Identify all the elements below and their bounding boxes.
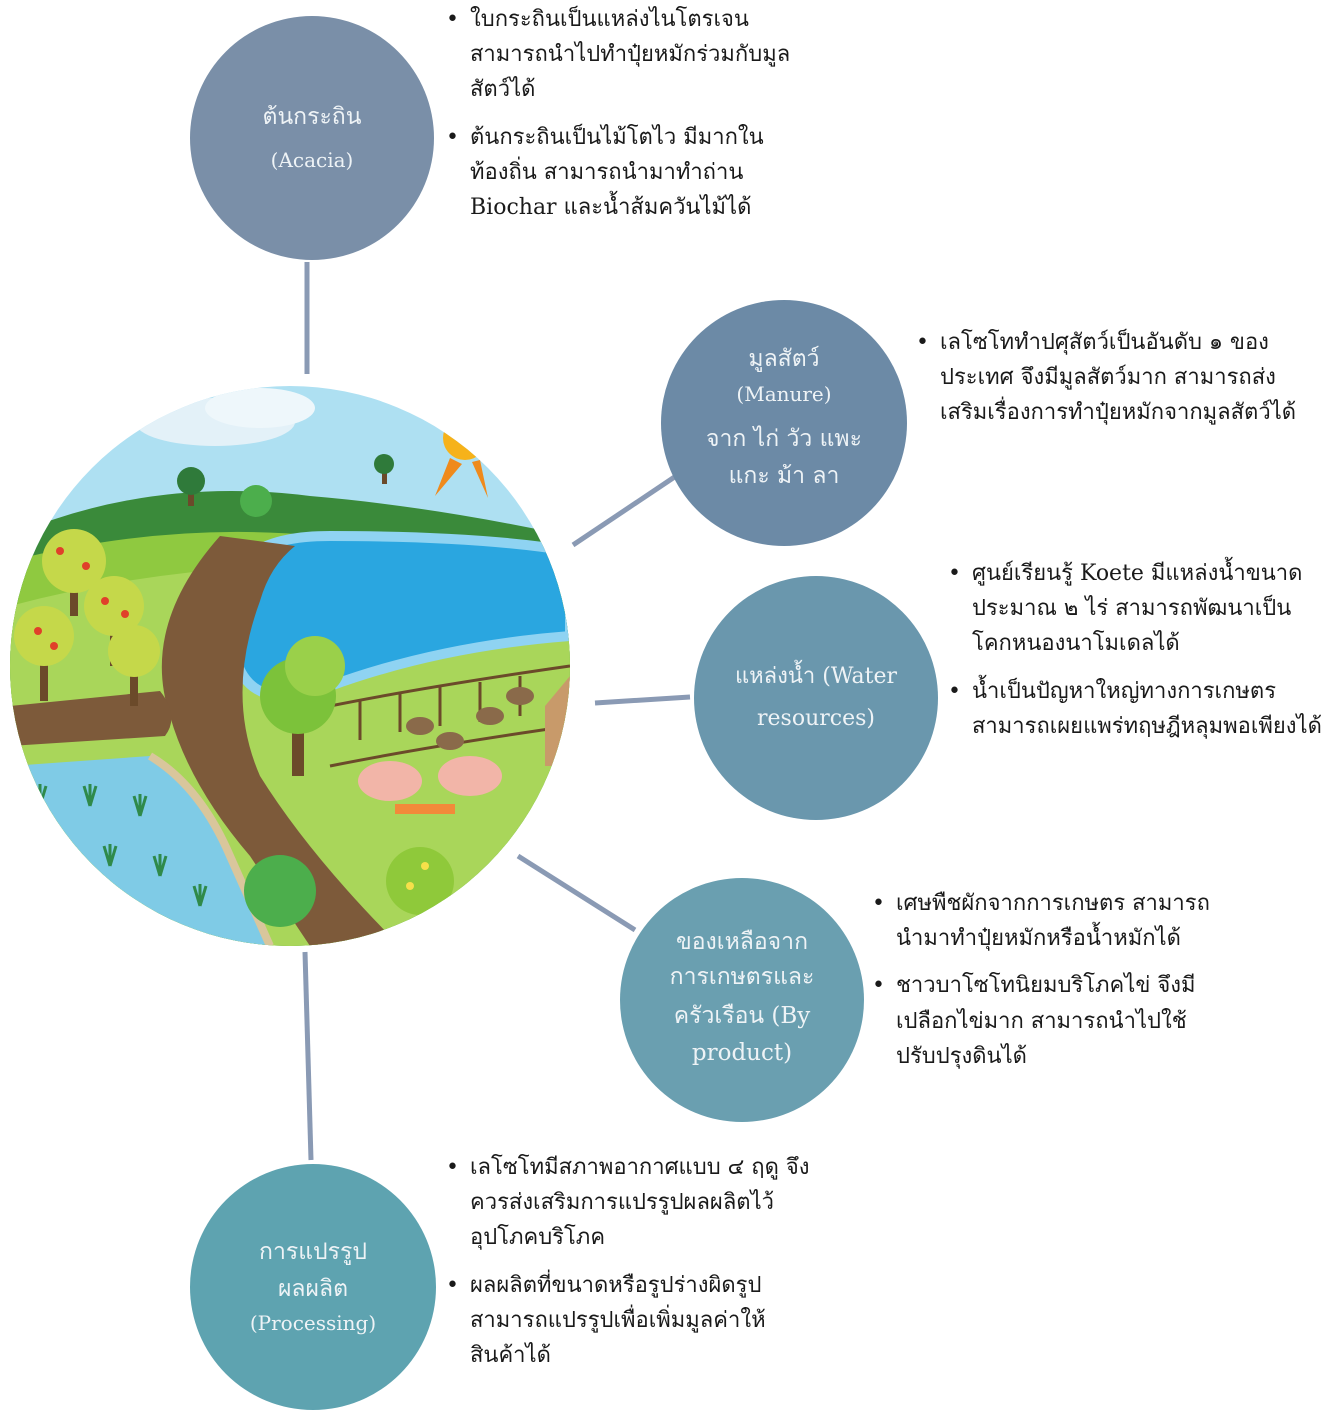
note-text: ศูนย์เรียนรู้ Koete มีแหล่งน้ำขนาดประมาณ… — [972, 561, 1303, 657]
node-manure-title: มูลสัตว์ — [748, 346, 820, 373]
connector-byproduct — [516, 853, 637, 933]
node-acacia: ต้นกระถิน (Acacia) — [190, 16, 434, 260]
note-item: • ต้นกระถินเป็นไม้โตไว มีมากในท้องถิ่น สา… — [440, 120, 800, 226]
note-text: ชาวบาโซโทนิยมบริโภคไข่ จึงมีเปลือกไข่มาก… — [896, 973, 1196, 1069]
notes-acacia: • ใบกระถินเป็นแหล่งไนโตรเจน สามารถนำไปทำป… — [440, 2, 800, 237]
bullet-icon: • — [446, 1272, 459, 1298]
node-water-title: แหล่งน้ำ (Water resources) — [734, 664, 898, 731]
node-manure: มูลสัตว์ (Manure) จาก ไก่ วัว แพะ แกะ ม้… — [661, 300, 907, 546]
node-byproduct-line3: ครัวเรือน (By product) — [673, 1002, 811, 1066]
node-byproduct: ของเหลือจาก การเกษตรและ ครัวเรือน (By pr… — [620, 878, 864, 1122]
bullet-icon: • — [872, 891, 885, 916]
note-item: • น้ำเป็นปัญหาใหญ่ทางการเกษตร สามารถเผยแพ… — [942, 674, 1322, 744]
note-text: เศษพืชผักจากการเกษตร สามารถนำมาทำปุ๋ยหมั… — [896, 891, 1210, 952]
note-item: • เลโซโทมีสภาพอากาศแบบ ๔ ฤดู จึงควรส่งเสร… — [440, 1150, 810, 1256]
node-processing-line2: ผลผลิต — [277, 1275, 349, 1302]
dirt-path — [161, 536, 400, 946]
note-text: ใบกระถินเป็นแหล่งไนโตรเจน สามารถนำไปทำปุ… — [470, 7, 791, 103]
note-text: ต้นกระถินเป็นไม้โตไว มีมากในท้องถิ่น สาม… — [470, 124, 764, 220]
paddy-edge — [147, 752, 274, 946]
bullet-icon: • — [446, 1155, 459, 1180]
node-processing: การแปรรูป ผลผลิต (Processing) — [190, 1164, 436, 1410]
bullet-icon: • — [446, 7, 459, 32]
node-processing-line1: การแปรรูป — [259, 1238, 367, 1265]
node-acacia-subtitle: (Acacia) — [270, 147, 354, 172]
note-item: • เศษพืชผักจากการเกษตร สามารถนำมาทำปุ๋ยหม… — [866, 886, 1236, 956]
node-byproduct-line1: ของเหลือจาก — [675, 929, 808, 956]
note-item: • ผลผลิตที่ขนาดหรือรูปร่างผิดรูป สามารถแป… — [440, 1268, 810, 1374]
cloud — [205, 388, 315, 428]
note-text: เลโซโททำปศุสัตว์เป็นอันดับ ๑ ของประเทศ จ… — [940, 330, 1297, 426]
note-item: • ชาวบาโซโทนิยมบริโภคไข่ จึงมีเปลือกไข่มา… — [866, 968, 1236, 1074]
note-text: ผลผลิตที่ขนาดหรือรูปร่างผิดรูป สามารถแปร… — [470, 1272, 766, 1368]
bullet-icon: • — [916, 330, 929, 355]
trees — [177, 454, 454, 927]
node-processing-line3: (Processing) — [249, 1311, 377, 1336]
connector-processing — [302, 951, 314, 1161]
note-item: • เลโซโททำปศุสัตว์เป็นอันดับ ๑ ของประเทศ … — [910, 325, 1310, 431]
pigs-icon — [358, 756, 502, 814]
notes-byproduct: • เศษพืชผักจากการเกษตร สามารถนำมาทำปุ๋ยหม… — [866, 886, 1236, 1086]
note-text: เลโซโทมีสภาพอากาศแบบ ๔ ฤดู จึงควรส่งเสริ… — [470, 1155, 810, 1251]
notes-manure: • เลโซโททำปศุสัตว์เป็นอันดับ ๑ ของประเทศ … — [910, 325, 1310, 443]
node-manure-subtitle: (Manure) — [736, 382, 832, 407]
bullet-icon: • — [446, 124, 459, 150]
notes-water: • ศูนย์เรียนรู้ Koete มีแหล่งน้ำขนาดประมา… — [942, 556, 1322, 756]
connector-water — [594, 694, 691, 706]
bullet-icon: • — [948, 678, 961, 704]
farm-illustration — [10, 386, 570, 946]
bullet-icon: • — [948, 561, 961, 586]
connector-manure — [571, 473, 678, 548]
notes-processing: • เลโซโทมีสภาพอากาศแบบ ๔ ฤดู จึงควรส่งเสร… — [440, 1150, 810, 1385]
note-item: • ศูนย์เรียนรู้ Koete มีแหล่งน้ำขนาดประมา… — [942, 556, 1322, 662]
node-water: แหล่งน้ำ (Water resources) — [694, 576, 938, 820]
note-item: • ใบกระถินเป็นแหล่งไนโตรเจน สามารถนำไปทำป… — [440, 2, 800, 108]
bullet-icon: • — [872, 973, 885, 999]
node-acacia-title: ต้นกระถิน — [262, 104, 362, 131]
node-manure-detail: จาก ไก่ วัว แพะ แกะ ม้า ลา — [706, 426, 862, 489]
fruit-trees — [14, 529, 429, 890]
node-byproduct-line2: การเกษตรและ — [669, 964, 815, 991]
note-text: น้ำเป็นปัญหาใหญ่ทางการเกษตร สามารถเผยแพร… — [972, 678, 1322, 739]
